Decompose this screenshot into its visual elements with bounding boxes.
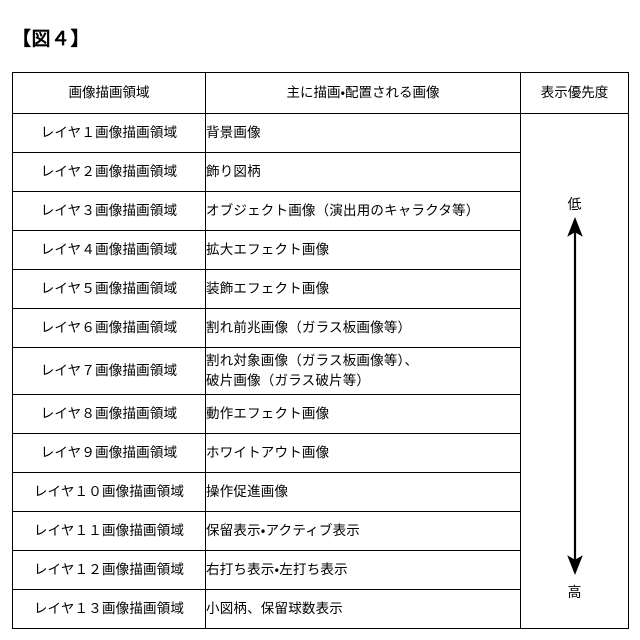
figure-title: 【図４】 xyxy=(12,29,91,50)
table-row: レイヤ２画像描画領域 飾り図柄 xyxy=(12,152,629,192)
column-header-priority: 表示優先度 xyxy=(520,72,629,114)
priority-low-label: 低 xyxy=(567,196,582,212)
layer-image-desc: 装飾エフェクト画像 xyxy=(205,269,521,309)
layer-area-label: レイヤ１１画像描画領域 xyxy=(12,511,206,551)
layer-area-label: レイヤ８画像描画領域 xyxy=(12,394,206,434)
double-arrow-icon xyxy=(562,217,588,575)
layer-image-desc: オブジェクト画像（演出用のキャラクタ等） xyxy=(205,191,521,231)
layer-image-desc: 割れ前兆画像（ガラス板画像等） xyxy=(205,308,521,348)
table-row: レイヤ１０画像描画領域 操作促進画像 xyxy=(12,472,629,512)
layer-area-label: レイヤ１０画像描画領域 xyxy=(12,472,206,512)
layer-image-desc-line1: 割れ対象画像（ガラス板画像等）、 xyxy=(206,353,419,369)
layer-image-desc: 右打ち表示・左打ち表示 xyxy=(205,550,521,590)
layer-image-desc: 割れ対象画像（ガラス板画像等）、 破片画像（ガラス破片等） xyxy=(205,347,521,395)
column-header-images: 主に描画・配置される画像 xyxy=(205,72,521,114)
layer-image-desc: 拡大エフェクト画像 xyxy=(205,230,521,270)
layer-image-desc: 飾り図柄 xyxy=(205,152,521,192)
table-header-row: 画像描画領域 主に描画・配置される画像 表示優先度 xyxy=(12,72,629,114)
layer-image-desc: 保留表示・アクティブ表示 xyxy=(205,511,521,551)
table-row: レイヤ７画像描画領域 割れ対象画像（ガラス板画像等）、 破片画像（ガラス破片等） xyxy=(12,347,629,395)
layer-area-label: レイヤ２画像描画領域 xyxy=(12,152,206,192)
column-header-area: 画像描画領域 xyxy=(12,72,206,114)
layer-image-desc: 背景画像 xyxy=(205,113,521,153)
priority-high-label: 高 xyxy=(567,584,582,600)
layer-area-label: レイヤ７画像描画領域 xyxy=(12,347,206,395)
figure-table-container: 画像描画領域 主に描画・配置される画像 表示優先度 レイヤ１画像描画領域 背景画… xyxy=(12,72,629,629)
layer-area-label: レイヤ１画像描画領域 xyxy=(12,113,206,153)
table-row: レイヤ６画像描画領域 割れ前兆画像（ガラス板画像等） xyxy=(12,308,629,348)
layer-image-desc-line2: 破片画像（ガラス破片等） xyxy=(206,373,371,388)
priority-scale-inner: 低 高 xyxy=(521,121,628,621)
layer-area-label: レイヤ５画像描画領域 xyxy=(12,269,206,309)
layer-area-label: レイヤ９画像描画領域 xyxy=(12,433,206,473)
layer-image-desc: 動作エフェクト画像 xyxy=(205,394,521,434)
layer-image-desc: ホワイトアウト画像 xyxy=(205,433,521,473)
table-row: レイヤ１画像描画領域 背景画像 低 高 xyxy=(12,113,629,629)
table-row: レイヤ４画像描画領域 拡大エフェクト画像 xyxy=(12,230,629,270)
layer-image-desc: 小図柄、保留球数表示 xyxy=(205,589,521,629)
table-row: レイヤ１３画像描画領域 小図柄、保留球数表示 xyxy=(12,589,629,629)
layer-area-label: レイヤ１２画像描画領域 xyxy=(12,550,206,590)
layer-area-label: レイヤ４画像描画領域 xyxy=(12,230,206,270)
layer-area-label: レイヤ３画像描画領域 xyxy=(12,191,206,231)
table-row: レイヤ９画像描画領域 ホワイトアウト画像 xyxy=(12,433,629,473)
display-priority-scale: 低 高 xyxy=(520,113,629,629)
layer-area-label: レイヤ１３画像描画領域 xyxy=(12,589,206,629)
table-row: レイヤ５画像描画領域 装飾エフェクト画像 xyxy=(12,269,629,309)
layer-priority-table: 画像描画領域 主に描画・配置される画像 表示優先度 レイヤ１画像描画領域 背景画… xyxy=(12,72,629,629)
layer-area-label: レイヤ６画像描画領域 xyxy=(12,308,206,348)
layer-image-desc: 操作促進画像 xyxy=(205,472,521,512)
